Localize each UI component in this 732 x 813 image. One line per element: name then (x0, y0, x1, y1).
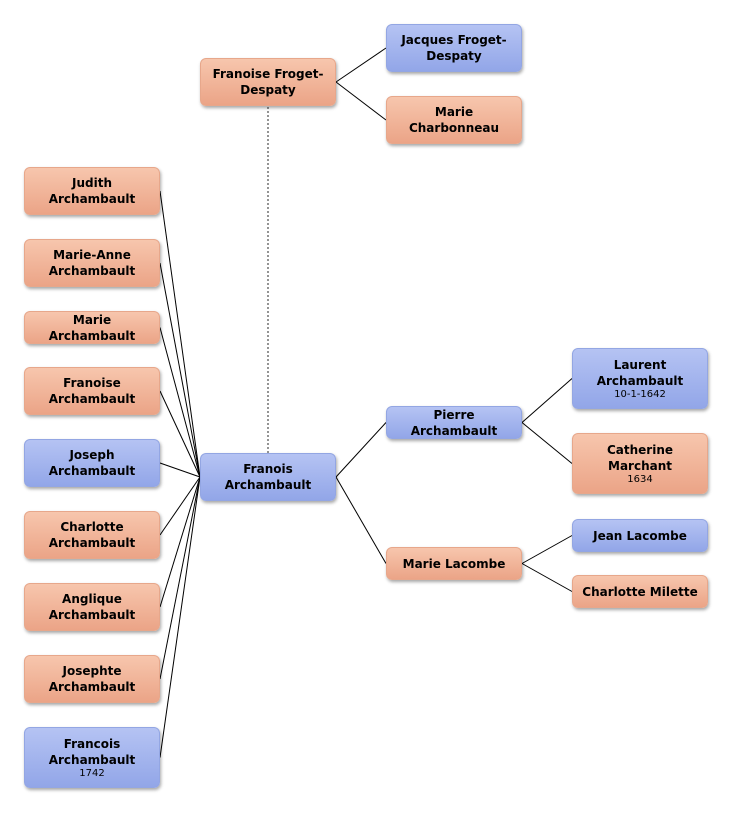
person-node-josephte-archambault[interactable]: Josephte Archambault (24, 655, 160, 703)
person-node-laurent-archambault[interactable]: Laurent Archambault 10-1-1642 (572, 348, 708, 409)
person-name: Franoise Archambault (48, 376, 136, 406)
person-name: Marie Charbonneau (408, 105, 500, 135)
parent-connector-line (335, 422, 387, 478)
parent-connector-line (335, 476, 387, 564)
person-name: Judith Archambault (48, 176, 136, 206)
person-date: 10-1-1642 (614, 388, 666, 400)
person-node-catherine-marchant[interactable]: Catherine Marchant 1634 (572, 433, 708, 494)
person-name: Pierre Archambault (410, 407, 498, 438)
person-node-judith-archambault[interactable]: Judith Archambault (24, 167, 160, 215)
child-connector-line (159, 390, 201, 478)
person-name: Franoise Froget-Despaty (212, 67, 324, 97)
person-node-anglique-archambault[interactable]: Anglique Archambault (24, 583, 160, 631)
person-node-franoise-archambault[interactable]: Franoise Archambault (24, 367, 160, 415)
person-node-francois-archambault[interactable]: Francois Archambault 1742 (24, 727, 160, 788)
person-name: Laurent Archambault (596, 357, 684, 388)
person-node-franoise-froget-despaty[interactable]: Franoise Froget-Despaty (200, 58, 336, 106)
child-connector-line (159, 476, 201, 608)
person-name: Francois Archambault (48, 736, 136, 767)
person-node-franois-archambault[interactable]: Franois Archambault (200, 453, 336, 501)
person-date: 1634 (627, 473, 653, 485)
person-name: Joseph Archambault (48, 448, 136, 478)
person-name: Marie Archambault (48, 312, 136, 343)
parent-connector-line (521, 378, 573, 423)
parent-connector-line (521, 535, 573, 564)
person-name: Franois Archambault (224, 462, 312, 492)
child-connector-line (159, 262, 201, 478)
person-node-joseph-archambault[interactable]: Joseph Archambault (24, 439, 160, 487)
person-node-jean-lacombe[interactable]: Jean Lacombe (572, 519, 708, 552)
child-connector-line (159, 476, 201, 758)
person-name: Charlotte Milette (582, 584, 698, 599)
person-node-charlotte-milette[interactable]: Charlotte Milette (572, 575, 708, 608)
person-name: Josephte Archambault (48, 664, 136, 694)
person-node-marie-lacombe[interactable]: Marie Lacombe (386, 547, 522, 580)
person-node-charlotte-archambault[interactable]: Charlotte Archambault (24, 511, 160, 559)
person-date: 1742 (79, 767, 105, 779)
child-connector-line (159, 462, 201, 478)
person-node-jacques-froget-despaty[interactable]: Jacques Froget-Despaty (386, 24, 522, 72)
person-node-marie-anne-archambault[interactable]: Marie-Anne Archambault (24, 239, 160, 287)
person-name: Charlotte Archambault (48, 520, 136, 550)
child-connector-line (159, 476, 201, 536)
parent-connector-line (335, 81, 387, 121)
person-name: Marie Lacombe (402, 556, 506, 571)
child-connector-line (159, 476, 201, 680)
person-name: Anglique Archambault (48, 592, 136, 622)
child-connector-line (159, 327, 201, 478)
person-name: Catherine Marchant (606, 442, 674, 473)
child-connector-line (159, 190, 201, 478)
person-name: Marie-Anne Archambault (48, 248, 136, 278)
person-name: Jean Lacombe (593, 528, 687, 543)
person-node-marie-archambault[interactable]: Marie Archambault (24, 311, 160, 344)
person-name: Jacques Froget-Despaty (401, 33, 507, 63)
parent-connector-line (521, 422, 573, 464)
person-node-marie-charbonneau[interactable]: Marie Charbonneau (386, 96, 522, 144)
parent-connector-line (335, 47, 387, 83)
person-node-pierre-archambault[interactable]: Pierre Archambault (386, 406, 522, 439)
parent-connector-line (521, 563, 573, 592)
